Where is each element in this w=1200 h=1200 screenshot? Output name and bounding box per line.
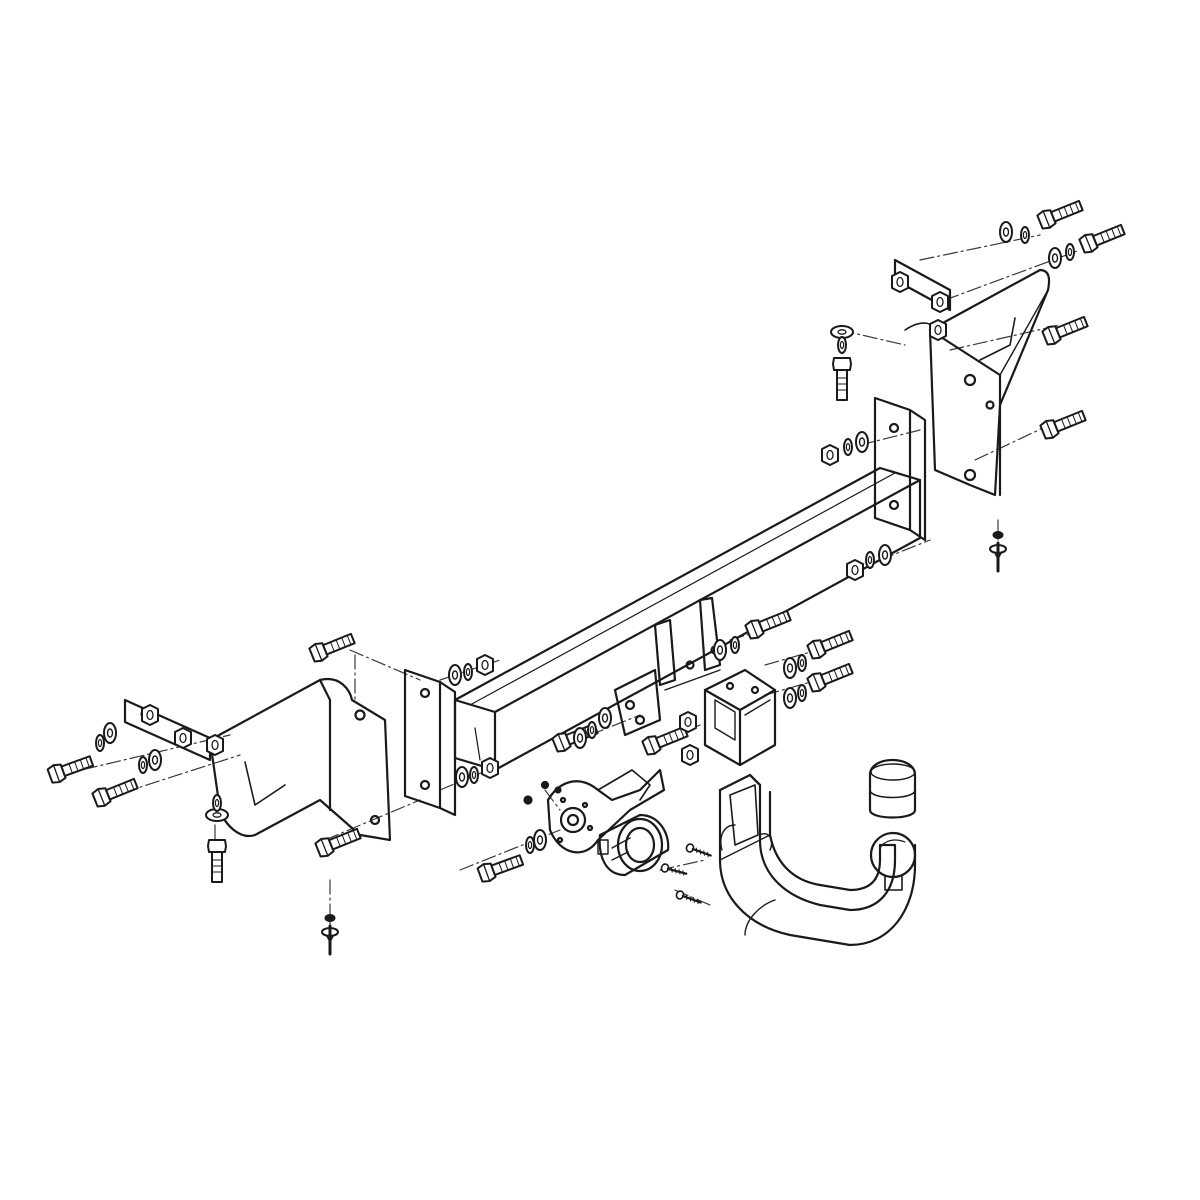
- tow-ball: [869, 831, 917, 891]
- tow-ball-cap: [868, 758, 917, 819]
- center-mount-brackets: [613, 596, 722, 737]
- beam-end-plate-right: [873, 396, 927, 542]
- bolt-right-1: [1035, 196, 1086, 232]
- side-bracket-right: [893, 258, 1051, 497]
- main-cross-beam: [453, 466, 922, 772]
- assembly-axis-lines: [59, 234, 1081, 941]
- bolt-center-4: [805, 626, 856, 662]
- bolt-center-3: [743, 606, 794, 642]
- socket-plate: [546, 768, 666, 854]
- bolt-socket: [475, 850, 526, 885]
- fastener-bolts: [45, 196, 1128, 885]
- vbolt-right: [831, 356, 853, 402]
- beam-end-plate-left: [403, 668, 457, 817]
- bolt-right-2: [1077, 220, 1128, 256]
- bolt-left-3: [307, 629, 358, 665]
- vbolt-left: [206, 838, 228, 884]
- bolt-left-1: [45, 751, 96, 786]
- towball-neck: [718, 773, 917, 947]
- socket-screws: [523, 780, 714, 908]
- bolt-left-4: [313, 824, 364, 860]
- spring-washers: [94, 225, 1076, 855]
- coupling-mounting-block: [703, 668, 777, 767]
- bolt-left-2: [90, 774, 141, 810]
- bolt-center-5: [805, 659, 856, 695]
- nuts: [140, 270, 950, 780]
- bolt-right-3: [1040, 312, 1091, 348]
- side-bracket-left: [123, 677, 392, 842]
- electrical-socket: [597, 813, 670, 877]
- bolt-right-4: [1038, 406, 1089, 442]
